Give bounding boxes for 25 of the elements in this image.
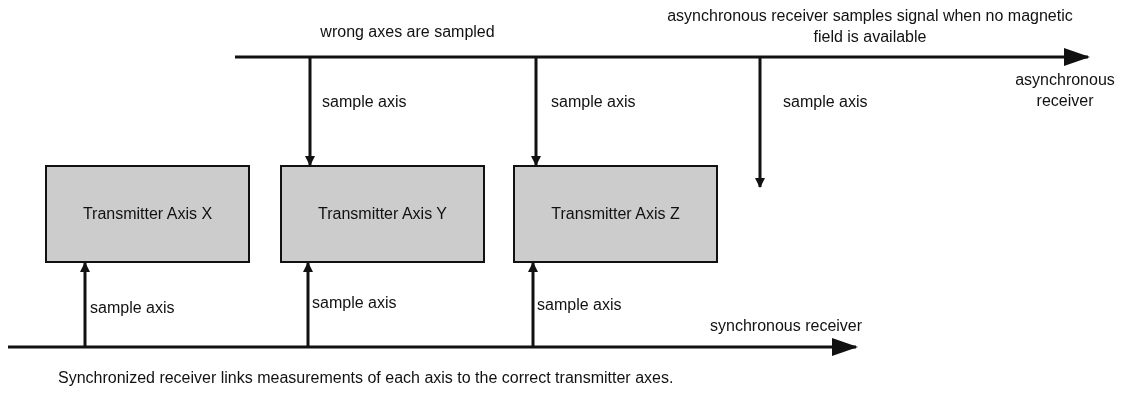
arrow (528, 262, 538, 347)
timeline-arrow (8, 338, 858, 356)
arrow (755, 57, 765, 188)
note: wrong axes are sampled (319, 22, 496, 42)
box-label: Transmitter Axis X (82, 204, 213, 224)
edge-label: sample axis (90, 298, 175, 318)
transmitter-box (45, 165, 250, 263)
note: asynchronous receiver samples signal when no magnetic field is available (666, 6, 1074, 47)
edge-label: sample axis (551, 92, 636, 112)
transmitter-box (280, 165, 485, 263)
caption: Synchronized receiver links measurements of each axis to the correct transmitter axes. (58, 368, 674, 388)
edge-label: sample axis (783, 92, 868, 112)
arrow (303, 262, 313, 347)
timeline-label: asynchronous receiver (1014, 70, 1116, 111)
arrow (80, 262, 90, 347)
transmitter-box (513, 165, 718, 263)
timeline-arrow (235, 48, 1090, 66)
box-label: Transmitter Axis Z (550, 204, 681, 224)
edge-label: sample axis (537, 295, 622, 315)
arrow (531, 57, 541, 166)
edge-label: sample axis (322, 92, 407, 112)
box-label: Transmitter Axis Y (317, 204, 448, 224)
timeline-label: synchronous receiver (710, 316, 863, 336)
arrow (305, 57, 315, 166)
edge-label: sample axis (312, 293, 397, 313)
